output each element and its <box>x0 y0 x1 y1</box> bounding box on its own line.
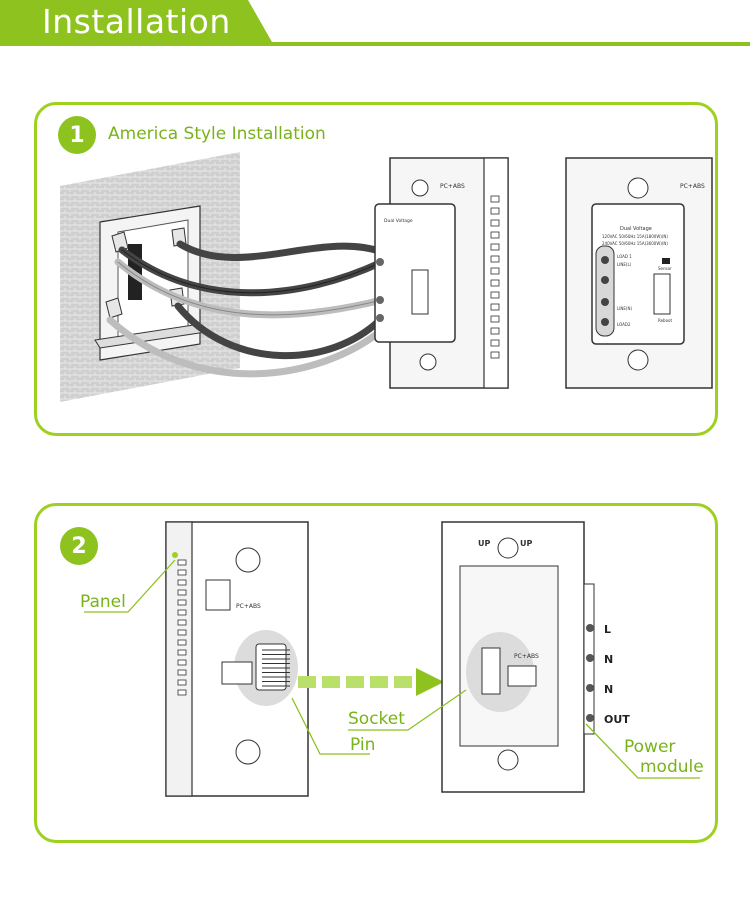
panel-slot <box>177 639 187 646</box>
connector-slot <box>490 291 500 299</box>
connector-slot <box>490 351 500 359</box>
panel-slot <box>177 649 187 656</box>
callout-socket: Socket <box>348 709 405 729</box>
back-reboot-label: Reboot <box>658 318 672 323</box>
socket-leader <box>348 689 467 731</box>
panel-slot <box>177 609 187 616</box>
panel-leader <box>84 559 176 613</box>
panel-slot <box>177 569 187 576</box>
panel-slot <box>177 599 187 606</box>
back-sensor-label: Sensor <box>658 266 672 271</box>
connector-slot <box>490 243 500 251</box>
panel-slot <box>177 579 187 586</box>
panel-slot <box>177 619 187 626</box>
terminal-n2: N <box>604 683 613 696</box>
header-shape <box>0 0 750 46</box>
back-load2-label: LOAD2 <box>617 322 631 327</box>
callout-pin: Pin <box>350 735 376 755</box>
back-load1-label: LOAD 1 <box>617 254 632 259</box>
panel-slot <box>177 629 187 636</box>
up-label-1: UP <box>478 539 490 548</box>
pin-leader <box>291 697 370 755</box>
switch-back-view: Dual Voltage 120VAC 50/60Hz 15A(1800W)(N… <box>565 157 713 389</box>
panel-slot <box>177 559 187 566</box>
back-material-label: PC+ABS <box>680 183 705 190</box>
back-rating-240: 240VAC 50/60Hz 15A(3600W)(N) <box>602 241 668 246</box>
header-banner: Installation <box>0 0 750 52</box>
panel-material-label: PC+ABS <box>236 603 261 610</box>
step2-badge: 2 <box>60 527 98 565</box>
callout-module: module <box>640 757 704 777</box>
connector-slot <box>490 315 500 323</box>
back-dual-voltage-label: Dual Voltage <box>620 226 652 232</box>
step2-panel <box>34 503 718 843</box>
connector-slot <box>490 267 500 275</box>
connector-slot <box>490 303 500 311</box>
panel-slot <box>177 669 187 676</box>
panel-slot <box>177 679 187 686</box>
page-title: Installation <box>42 2 231 41</box>
panel-pins <box>262 649 290 687</box>
connector-slot <box>490 231 500 239</box>
panel-slot <box>177 659 187 666</box>
insert-arrow <box>298 668 444 696</box>
panel-slot <box>177 589 187 596</box>
power-module-leader <box>585 723 700 779</box>
callout-power: Power <box>624 737 676 757</box>
switch-side-view: PC+ABS Dual Voltage <box>374 157 509 389</box>
connector-slot <box>490 327 500 335</box>
callout-panel: Panel <box>80 592 126 612</box>
panel-slot <box>177 689 187 696</box>
terminal-n1: N <box>604 653 613 666</box>
side-dual-voltage-label: Dual Voltage <box>384 218 413 224</box>
up-label-2: UP <box>520 539 532 548</box>
terminal-l: L <box>604 623 611 636</box>
side-material-label: PC+ABS <box>440 183 465 190</box>
side-connector-pins <box>490 195 500 359</box>
back-rating-120: 120VAC 50/60Hz 15A(1800W)(N) <box>602 234 668 239</box>
connector-slot <box>490 255 500 263</box>
power-module: PC+ABS UP UP <box>441 521 595 793</box>
panel-side-slots <box>177 559 187 696</box>
connector-slot <box>490 279 500 287</box>
step1-badge: 1 <box>58 116 96 154</box>
connector-slot <box>490 339 500 347</box>
connector-slot <box>490 207 500 215</box>
wire-nuts <box>105 227 187 319</box>
step1-title: America Style Installation <box>108 124 326 144</box>
connector-slot <box>490 219 500 227</box>
terminal-out: OUT <box>604 713 630 726</box>
connector-slot <box>490 195 500 203</box>
back-linel-label: LINE(L) <box>617 262 632 267</box>
back-linen-label: LINE(N) <box>617 306 632 311</box>
module-material-label: PC+ABS <box>514 653 539 660</box>
